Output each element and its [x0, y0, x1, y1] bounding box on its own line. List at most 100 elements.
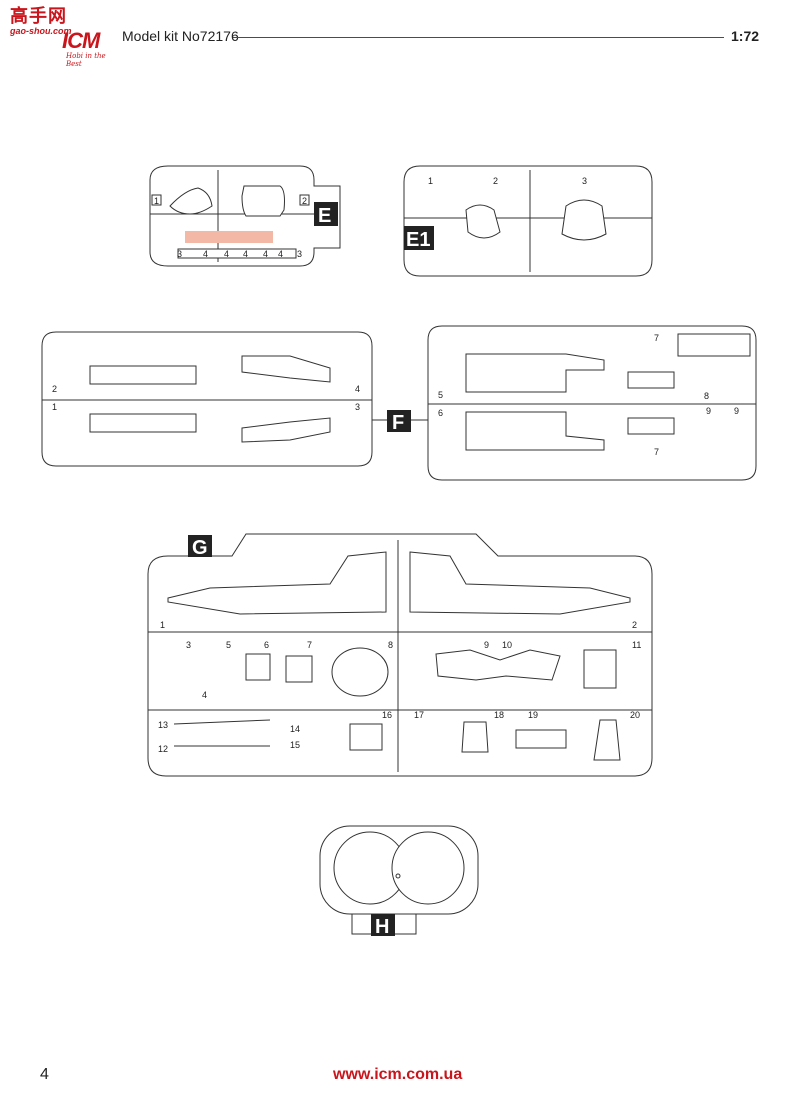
sprue-e1-letter: E1 [406, 229, 430, 251]
part-number: 4 [263, 249, 268, 259]
part-number: 13 [158, 720, 168, 730]
sprue-f: 1 2 3 4 5 6 7 7 8 9 9 F [41, 325, 757, 481]
page-header: 高手网 gao-shou.com ICM Hobi in the Best Mo… [0, 0, 800, 70]
cockpit-tub-part[interactable] [465, 411, 605, 451]
part-number: 2 [632, 620, 637, 630]
part-number: 5 [226, 640, 231, 650]
part-number: 9 [734, 406, 739, 416]
rail-part[interactable] [89, 413, 197, 433]
canopy-part[interactable] [169, 187, 213, 215]
part-number: 4 [355, 384, 360, 394]
flap-part[interactable] [241, 355, 331, 383]
sprue-h: H [319, 825, 479, 938]
bracket-part[interactable] [627, 417, 675, 435]
highlighted-part[interactable] [185, 231, 273, 243]
sprue-f-left-parts [89, 355, 331, 443]
bracket-part[interactable] [627, 371, 675, 389]
part-number: 20 [630, 710, 640, 720]
part-number: 12 [158, 744, 168, 754]
instrument-panel-part[interactable] [331, 647, 389, 697]
cockpit-tub-part[interactable] [465, 353, 605, 393]
seat-part[interactable] [241, 185, 285, 217]
exhaust-ring-part[interactable] [391, 831, 465, 905]
part-number: 1 [52, 402, 57, 412]
strut-part[interactable] [461, 721, 489, 753]
sprue-e-gate-strip [177, 248, 297, 259]
part-number: 4 [224, 249, 229, 259]
panel-part[interactable] [245, 653, 271, 681]
fuselage-left-part[interactable] [167, 551, 387, 615]
part-number: 4 [278, 249, 283, 259]
part-number: 2 [52, 384, 57, 394]
sprue-h-letter-box [371, 914, 395, 936]
sprue-e1: 1 2 3 E1 [403, 165, 653, 277]
part-number: 18 [494, 710, 504, 720]
sprue-g-part-numbers: 1 2 3 4 5 6 7 8 9 10 11 12 13 14 15 16 1… [158, 620, 641, 754]
tray-part[interactable] [515, 729, 567, 749]
part-number: 7 [654, 447, 659, 457]
part-number: 11 [632, 640, 641, 650]
sprue-h-letter: H [375, 916, 389, 938]
part-number: 5 [438, 390, 443, 400]
part-number: 7 [307, 640, 312, 650]
part-number: 1 [428, 176, 433, 186]
part-number: 8 [388, 640, 393, 650]
website-link[interactable]: www.icm.com.ua [333, 1066, 463, 1083]
windscreen-part[interactable] [561, 199, 607, 241]
sprue-f-letter: F [392, 412, 404, 434]
rail-part[interactable] [89, 365, 197, 385]
part-number: 3 [177, 249, 182, 259]
part-number: 3 [186, 640, 191, 650]
seat-part[interactable] [285, 655, 313, 683]
sprue-f-letter-box [387, 410, 411, 432]
part-number: 3 [355, 402, 360, 412]
sprue-e-letter-box [314, 202, 338, 226]
part-number: 19 [528, 710, 538, 720]
fuselage-right-part[interactable] [409, 551, 631, 615]
page-number: 4 [40, 1066, 49, 1083]
kit-title: Model kit No72176 [122, 28, 239, 44]
part-number: 17 [414, 710, 424, 720]
logo-url-text: gao-shou.com [10, 26, 72, 36]
scale-label: 1:72 [731, 28, 760, 44]
dashboard-part[interactable] [349, 723, 383, 751]
part-number: 7 [654, 333, 659, 343]
sprue-g: 1 2 3 4 5 6 7 8 9 10 11 12 13 14 15 16 1… [147, 533, 653, 777]
header-rule [233, 37, 724, 38]
flap-part[interactable] [241, 417, 331, 443]
part-number: 6 [264, 640, 269, 650]
landing-gear-part[interactable] [435, 649, 561, 681]
logo-chinese-text: 高手网 [10, 6, 67, 27]
sprue-g-letter: G [192, 537, 208, 559]
sprue-h-gate [395, 873, 401, 879]
part-number: 8 [704, 391, 709, 401]
logo-tagline: Hobi in the Best [66, 52, 106, 68]
logo-brand-text: ICM [62, 28, 100, 53]
part-number: 4 [243, 249, 248, 259]
sprue-g-letter-box [188, 535, 212, 557]
sprue-e-part-numbers: 1 2 3 4 4 4 4 4 3 [151, 194, 310, 259]
sprue-f-left-frame [41, 331, 373, 467]
part-number: 9 [484, 640, 489, 650]
sprue-e1-letter-box [404, 226, 434, 250]
part-number: 1 [154, 196, 159, 206]
part-number: 4 [203, 249, 208, 259]
part-number: 6 [438, 408, 443, 418]
part-number: 16 [382, 710, 392, 720]
sprue-g-parts [167, 551, 631, 761]
part-number: 4 [202, 690, 207, 700]
sprue-g-frame [147, 533, 653, 777]
sprue-f-right-parts [465, 333, 751, 451]
part-number: 9 [706, 406, 711, 416]
part-number: 1 [160, 620, 165, 630]
rod-part[interactable] [173, 719, 271, 747]
part-number: 3 [297, 249, 302, 259]
brand-logo[interactable]: 高手网 gao-shou.com ICM Hobi in the Best [4, 2, 116, 68]
part-number: 3 [582, 176, 587, 186]
part-number: 15 [290, 740, 300, 750]
canopy-frame-part[interactable] [465, 204, 501, 239]
panel-part[interactable] [677, 333, 751, 357]
gear-door-part[interactable] [583, 649, 617, 689]
nose-part[interactable] [593, 719, 621, 761]
